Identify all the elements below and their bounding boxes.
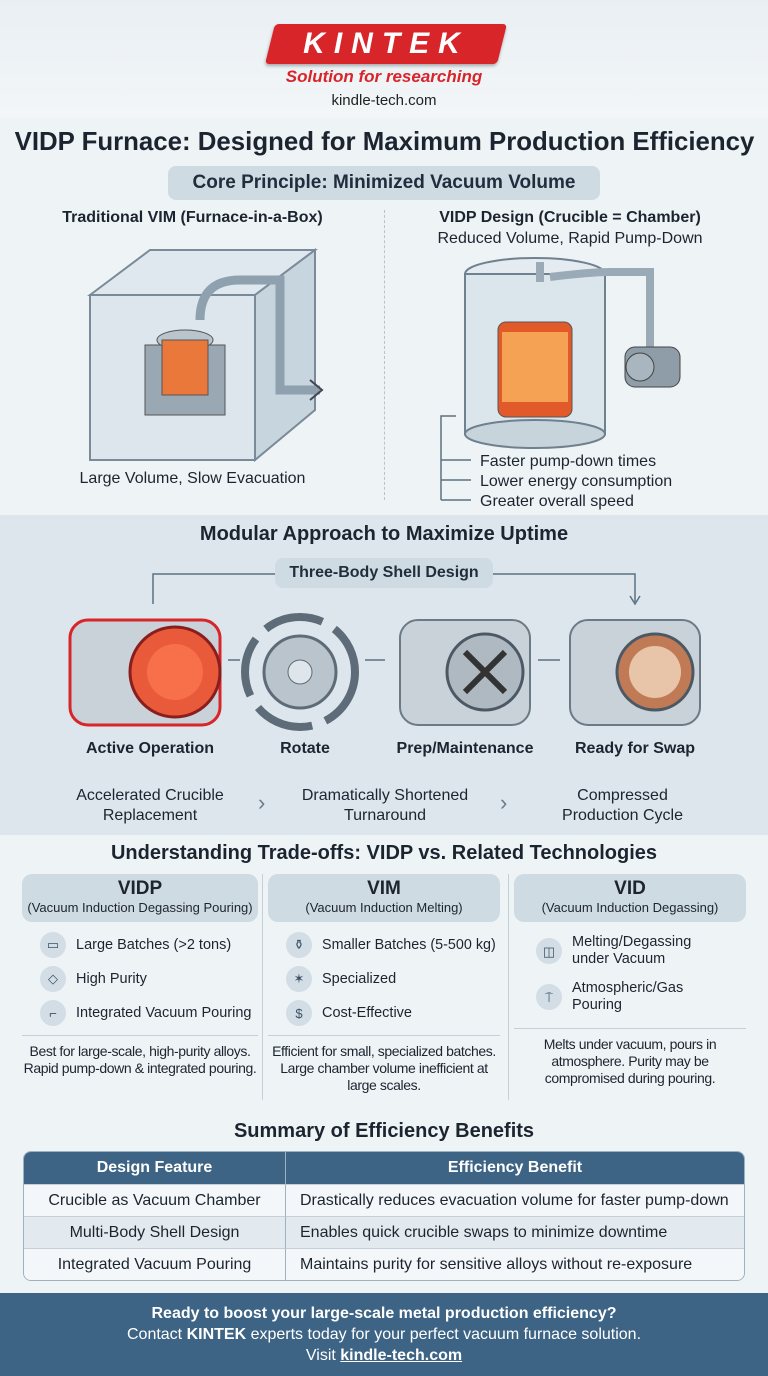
cta-brand: KINTEK [186,1326,247,1343]
diamond-icon: ◇ [40,966,66,992]
feature-text: Integrated Vacuum Pouring [76,1005,252,1021]
col-header: Design Feature [24,1152,286,1184]
vidp-heading: VIDP Design (Crucible = Chamber) [439,209,701,226]
vim-caption: Large Volume, Slow Evacuation [79,470,306,487]
table-row: Integrated Vacuum Pouring Maintains purit… [24,1248,744,1280]
card-vid: VID(Vacuum Induction Degassing) ◫ Melting… [514,874,746,1087]
cell: Integrated Vacuum Pouring [57,1255,252,1273]
card-name: VIM [367,878,401,899]
shell-design-pill: Three-Body Shell Design [275,558,493,588]
pour-icon: ⌐ [40,1000,66,1026]
cell: Enables quick crucible swaps to minimize… [300,1223,668,1241]
tagline: Solution for researching [285,67,483,86]
vim-heading: Traditional VIM (Furnace-in-a-Box) [62,209,323,226]
prep-shell-icon [399,619,531,726]
summary-title: Summary of Efficiency Benefits [233,1120,535,1142]
cta-line1: Ready to boost your large-scale metal pr… [151,1305,617,1322]
specialized-icon: ✶ [286,966,312,992]
divider [384,210,385,500]
principle-pill: Core Principle: Minimized Vacuum Volume [168,166,600,200]
three-body-illustration [68,613,701,731]
stage-rotate: Rotate [280,740,330,757]
rotate-gear-icon [241,613,359,731]
bottle-icon: ⚱ [286,932,312,958]
tradeoffs-title: Understanding Trade-offs: VIDP vs. Relat… [110,842,658,864]
cell: Multi-Body Shell Design [69,1223,240,1241]
card-name: VIDP [117,878,163,899]
feature-text: High Purity [76,971,147,987]
col-header: Efficiency Benefit [286,1152,744,1184]
faucet-icon: ⍑ [536,984,562,1010]
feature-text: Large Batches (>2 tons) [76,937,232,953]
card-desc: Efficient for small, specialized batches… [268,1035,500,1094]
stage-active: Active Operation [85,740,215,757]
ready-shell-icon [569,619,701,726]
feature-text: Melting/Degassing under Vacuum [572,934,692,967]
site-url[interactable]: kindle-tech.com [331,92,437,109]
modular-title: Modular Approach to Maximize Uptime [199,523,569,545]
vim-box-illustration [87,248,324,463]
card-vim: VIM(Vacuum Induction Melting) ⚱ Smaller B… [268,874,500,1094]
card-full: (Vacuum Induction Melting) [305,900,463,915]
table-row: Crucible as Vacuum Chamber Drastically re… [24,1184,744,1216]
table-row: Multi-Body Shell Design Enables quick cru… [24,1216,744,1248]
feature-text: Specialized [322,971,397,987]
cta-text: Visit [305,1347,341,1364]
briefcase-icon: ▭ [40,932,66,958]
cta-text: Contact [126,1326,187,1343]
bullet-bracket [440,415,471,501]
bullet-item: Lower energy consumption [480,473,673,490]
chevron-right-icon: › [258,790,266,815]
feature-text: Cost-Effective [322,1005,412,1021]
card-full: (Vacuum Induction Degassing) [541,900,719,915]
cta-text: experts today for your perfect vacuum fu… [246,1326,642,1343]
card-vidp: VIDP(Vacuum Induction Degassing Pouring)… [22,874,258,1077]
stage-ready: Ready for Swap [574,740,696,757]
benefit-1: Accelerated Crucible Replacement [76,787,224,824]
cell: Crucible as Vacuum Chamber [48,1191,261,1209]
dollar-icon: $ [286,1000,312,1026]
stage-prep: Prep/Maintenance [396,740,534,757]
divider [262,874,263,1100]
crucible-icon: ◫ [536,938,562,964]
benefit-2: Dramatically Shortened Turnaround [301,787,469,824]
bullet-item: Faster pump-down times [480,453,657,470]
feature-text: Atmospheric/Gas Pouring [572,980,684,1013]
feature-text: Smaller Batches (5-500 kg) [322,937,496,953]
vidp-subheading: Reduced Volume, Rapid Pump-Down [437,230,703,247]
card-desc: Melts under vacuum, pours in atmosphere.… [514,1028,746,1087]
bullet-item: Greater overall speed [480,493,634,510]
card-name: VID [614,878,646,899]
benefit-3: Compressed Production Cycle [562,787,683,824]
chevron-right-icon: › [500,790,508,815]
vidp-chamber-illustration [464,257,681,449]
page-title: VIDP Furnace: Designed for Maximum Produ… [14,126,754,156]
cell: Drastically reduces evacuation volume fo… [300,1191,729,1209]
active-shell-icon [68,618,222,727]
footer-cta: Ready to boost your large-scale metal pr… [0,1293,768,1376]
card-desc: Best for large-scale, high-purity alloys… [22,1035,258,1077]
logo-text: KINTEK [303,27,469,60]
vidp-bullets: Faster pump-down times Lower energy cons… [480,452,672,512]
divider [508,874,509,1100]
cell: Maintains purity for sensitive alloys wi… [300,1255,693,1273]
card-full: (Vacuum Induction Degassing Pouring) [27,900,253,915]
cta-link[interactable]: kindle-tech.com [340,1347,463,1364]
